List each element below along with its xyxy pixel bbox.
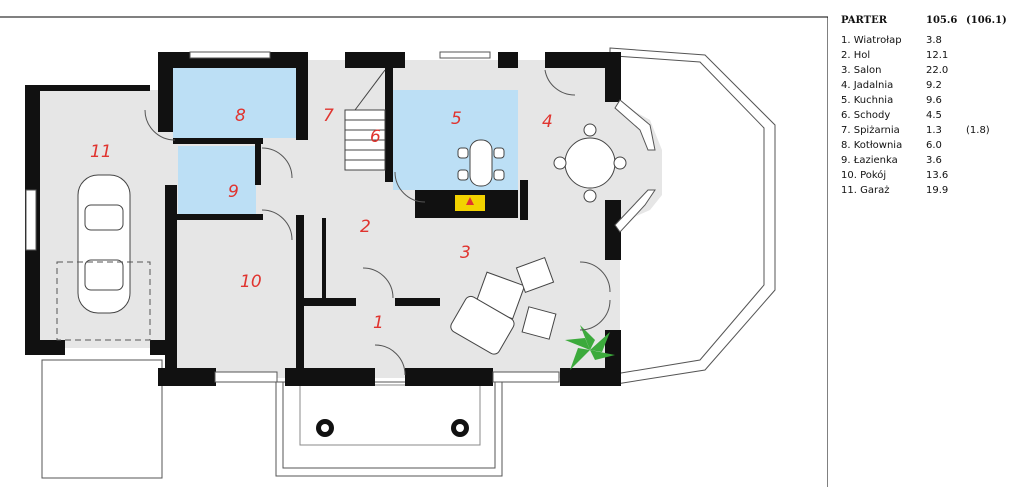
door-swings [144,69,611,376]
flame-icon [466,197,474,205]
legend-row: 6. Schody 4.5 [841,108,1021,123]
legend-row: 4. Jadalnia 9.2 [841,78,1021,93]
entrance-porch [275,381,503,477]
legend-room-area: 6.0 [926,140,942,151]
legend-room-area: 22.0 [926,65,949,76]
legend-room-extra [966,78,1016,93]
staircase [344,69,386,171]
legend-total-alt: (106.1) [966,15,1007,26]
legend-row: 2. Hol 12.1 [841,48,1021,63]
legend-room-label: 6. Schody [841,110,891,121]
room-number-8: 8 [235,106,246,126]
legend-room-area: 1.3 [926,125,942,136]
legend-row: 8. Kotłownia 6.0 [841,138,1021,153]
legend-room-area: 9.6 [926,95,942,106]
legend-room-area: 4.5 [926,110,942,121]
room-number-6: 6 [370,127,381,147]
legend-total: 105.6 [926,15,958,26]
legend-row: 1. Wiatrołap 3.8 [841,33,1021,48]
legend-row: 11. Garaż 19.9 [841,183,1021,198]
legend-row: 10. Pokój 13.6 [841,168,1021,183]
legend-room-extra: (1.8) [966,125,990,136]
legend-room-area: 9.2 [926,80,942,91]
car [77,174,131,314]
legend-room-extra [966,48,1016,63]
legend-room-extra [966,93,1016,108]
room-number-1: 1 [373,313,384,333]
living-room-sofas [450,257,557,355]
room-number-2: 2 [360,217,371,237]
room-number-9: 9 [228,182,239,202]
bathroom-floor [178,146,256,214]
room-number-3: 3 [460,243,471,263]
room-number-11: 11 [90,142,112,162]
area-legend: PARTER 105.6 (106.1) 1. Wiatrołap 3.8 2. H… [841,15,1021,198]
legend-room-extra [966,153,1016,168]
legend-room-label: 7. Spiżarnia [841,125,900,136]
windows [25,51,656,383]
legend-room-extra [966,168,1016,183]
legend-row: 3. Salon 22.0 [841,63,1021,78]
plant-icon [565,325,615,370]
legend-row: 9. Łazienka 3.6 [841,153,1021,168]
garage-door-outline [56,261,151,341]
legend-room-label: 10. Pokój [841,170,887,181]
legend-room-area: 19.9 [926,185,949,196]
legend-header: PARTER 105.6 (106.1) [841,15,1021,27]
legend-room-area: 3.8 [926,35,942,46]
legend-room-area: 12.1 [926,50,949,61]
kitchen-table [457,139,505,187]
legend-row: 5. Kuchnia 9.6 [841,93,1021,108]
room-number-7: 7 [323,106,334,126]
legend-room-extra [966,63,1016,78]
legend-room-label: 1. Wiatrołap [841,35,902,46]
legend-row: 7. Spiżarnia 1.3 (1.8) [841,123,1021,138]
legend-room-label: 3. Salon [841,65,882,76]
boiler-room-floor [173,68,303,138]
legend-room-extra [966,138,1016,153]
driveway [41,359,163,479]
legend-room-label: 8. Kotłownia [841,140,903,151]
legend-room-label: 2. Hol [841,50,871,61]
legend-rows: 1. Wiatrołap 3.8 2. Hol 12.1 3. Salon 22.0 4. … [841,33,1021,198]
legend-room-label: 11. Garaż [841,185,890,196]
legend-room-extra [966,33,1016,48]
legend-room-area: 3.6 [926,155,942,166]
room-number-4: 4 [542,112,553,132]
legend-room-extra [966,183,1016,198]
legend-room-label: 4. Jadalnia [841,80,894,91]
room-number-10: 10 [240,272,262,292]
walls [25,52,621,386]
dining-table [553,123,627,203]
legend-title: PARTER [841,15,888,26]
floor-plan: 1 2 3 4 5 6 7 8 9 10 11 [0,16,828,487]
legend-room-label: 9. Łazienka [841,155,898,166]
room-number-5: 5 [451,109,462,129]
legend-room-area: 13.6 [926,170,949,181]
legend-room-extra [966,108,1016,123]
legend-room-label: 5. Kuchnia [841,95,894,106]
